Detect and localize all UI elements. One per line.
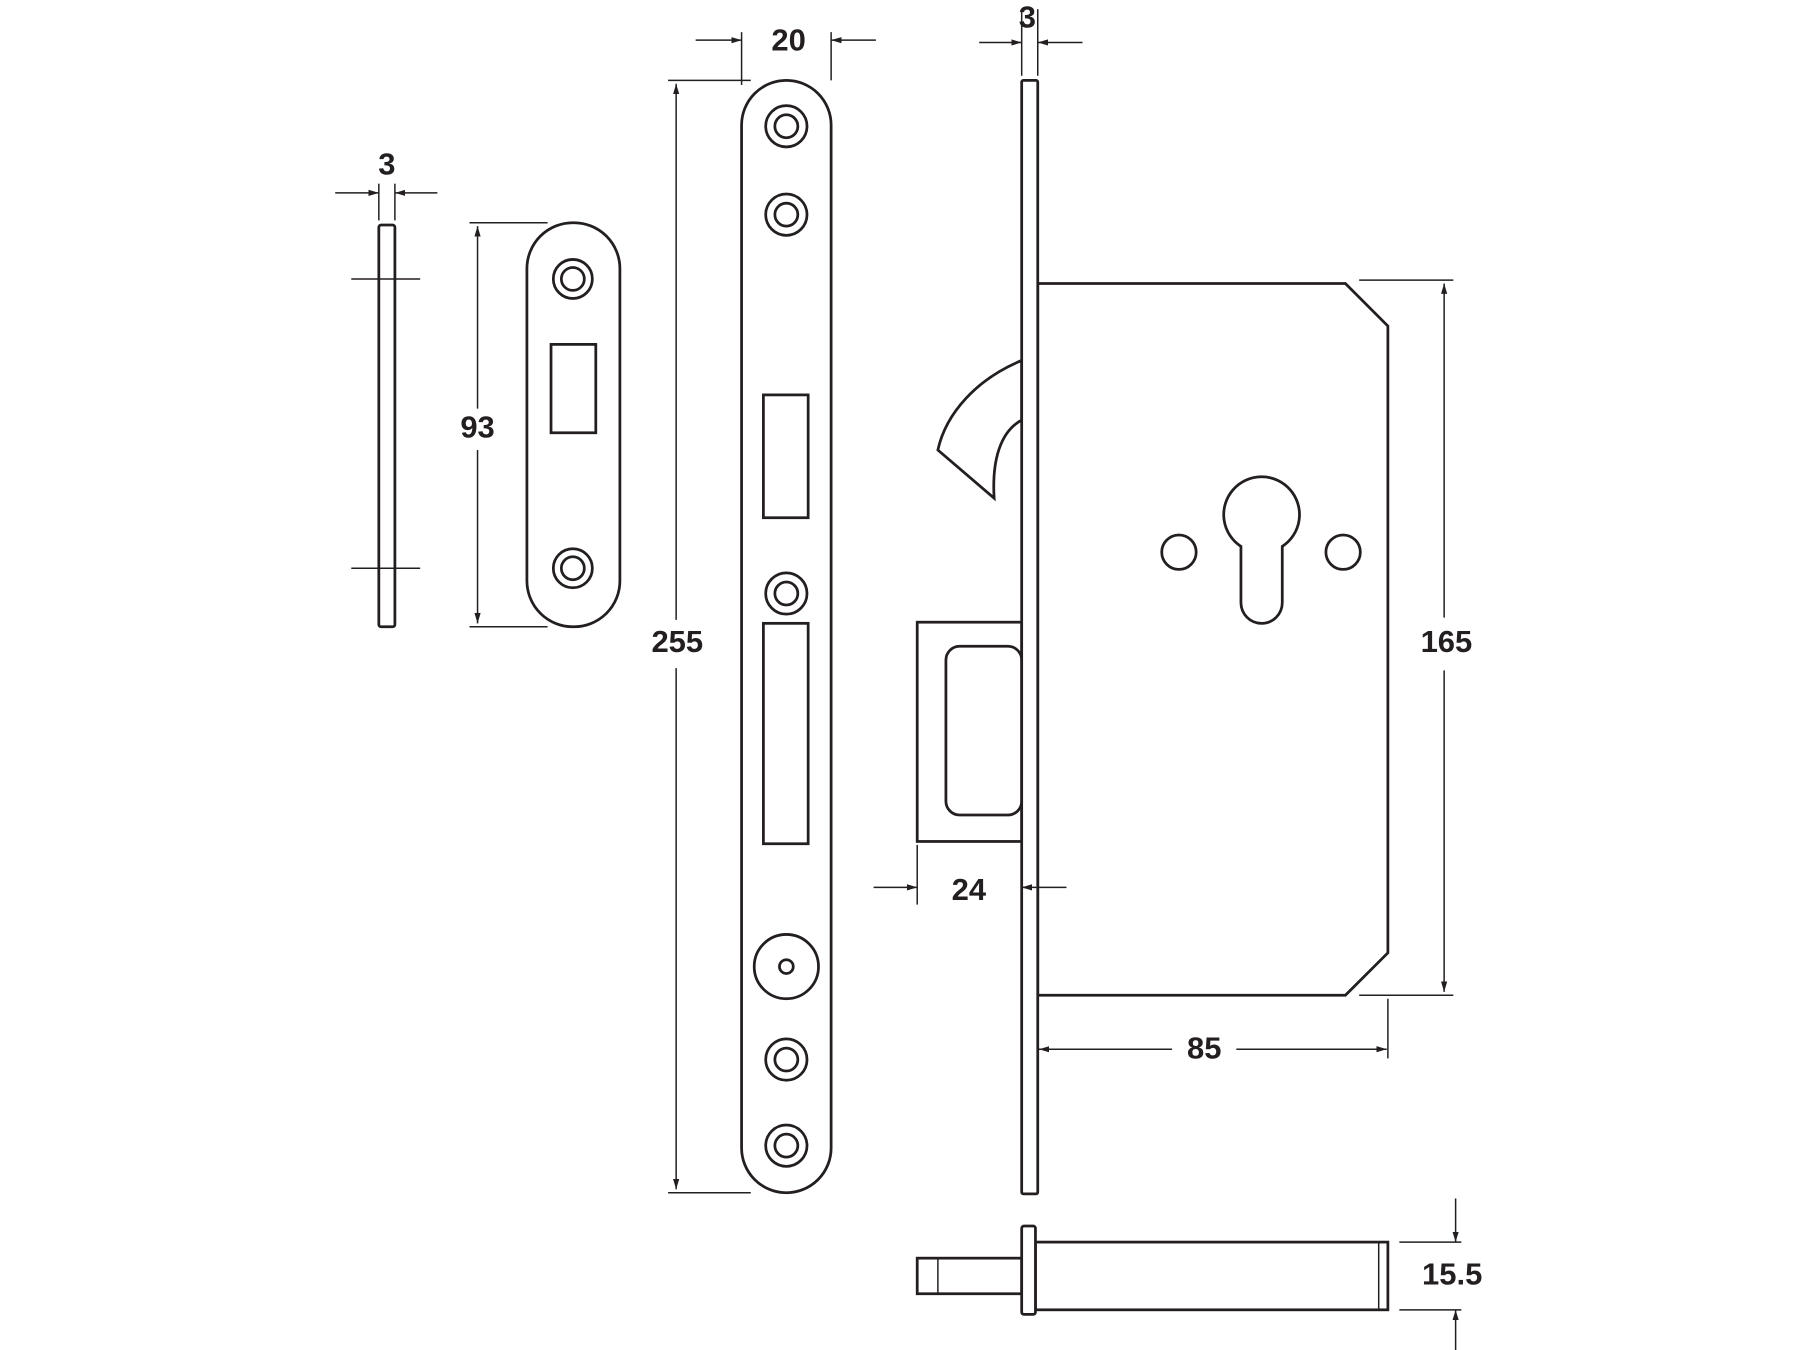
euro-cylinder-cutout xyxy=(1222,475,1301,625)
faceplate xyxy=(1020,78,1040,1196)
keep-plate-side: 3 xyxy=(335,147,438,629)
lock-case xyxy=(1036,282,1390,997)
dim-forend-width: 20 xyxy=(771,23,805,58)
lock-body: 3 24 165 85 xyxy=(873,0,1473,1196)
dim-spindle-size: 15.5 xyxy=(1422,1257,1482,1292)
forend-plate: 255 20 xyxy=(651,23,876,1195)
dim-forend-length: 255 xyxy=(651,624,703,659)
spindle-view: 15.5 xyxy=(915,1198,1482,1350)
hook-bolt xyxy=(936,358,1024,502)
dim-latch-projection: 24 xyxy=(952,872,987,907)
dim-faceplate-thickness: 3 xyxy=(1019,0,1036,35)
dim-case-height: 165 xyxy=(1421,624,1473,659)
dim-case-depth: 85 xyxy=(1187,1031,1221,1066)
dim-strike-plate-height: 93 xyxy=(460,410,494,445)
strike-plate: 93 xyxy=(460,221,622,629)
screw-holes xyxy=(752,104,820,1168)
dim-keep-plate-thickness: 3 xyxy=(378,147,395,182)
